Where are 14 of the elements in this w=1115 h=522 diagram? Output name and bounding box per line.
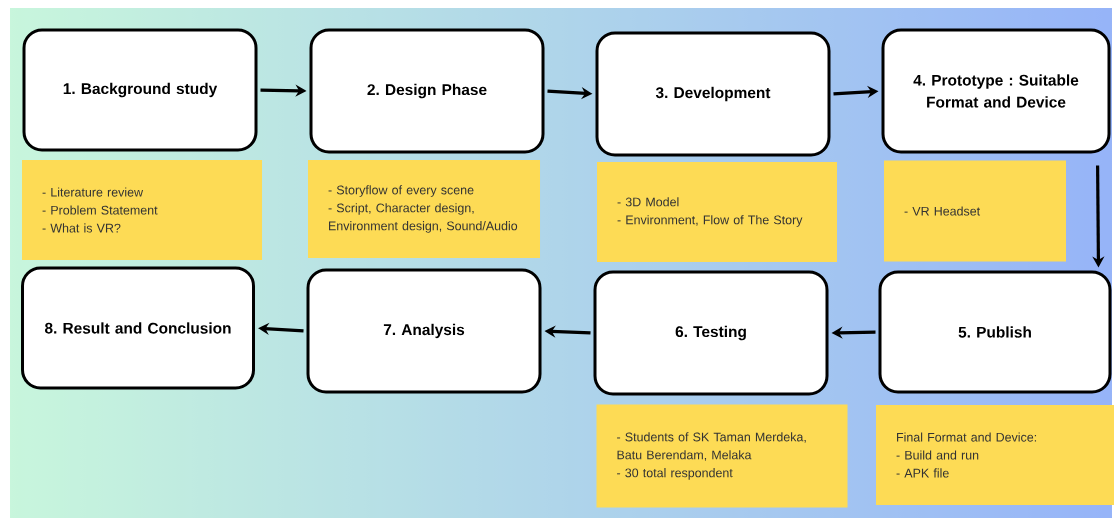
note-box: - Literature review - Problem Statement - What is VR? bbox=[22, 160, 262, 260]
note-box: - Students of SK Taman Merdeka, Batu Berendam, Melaka - 30 total respondent bbox=[596, 404, 848, 508]
note-box: - Storyflow of every scene - Script, Character design, Environment design, Sound/Audio bbox=[308, 160, 540, 258]
step-box: 2. Design Phase bbox=[309, 28, 545, 154]
step-box: 4. Prototype : Suitable Format and Device bbox=[881, 28, 1111, 154]
note-box: Final Format and Device: - Build and run - APK file bbox=[876, 405, 1114, 505]
note-box: - 3D Model - Environment, Flow of The Story bbox=[597, 162, 837, 262]
step-box: 7. Analysis bbox=[306, 268, 542, 394]
step-box: 8. Result and Conclusion bbox=[21, 266, 255, 390]
step-box: 6. Testing bbox=[593, 270, 829, 396]
step-box: 1. Background study bbox=[22, 28, 258, 152]
step-box: 3. Development bbox=[595, 31, 831, 157]
step-box: 5. Publish bbox=[878, 270, 1112, 394]
note-box: - VR Headset bbox=[884, 160, 1066, 262]
